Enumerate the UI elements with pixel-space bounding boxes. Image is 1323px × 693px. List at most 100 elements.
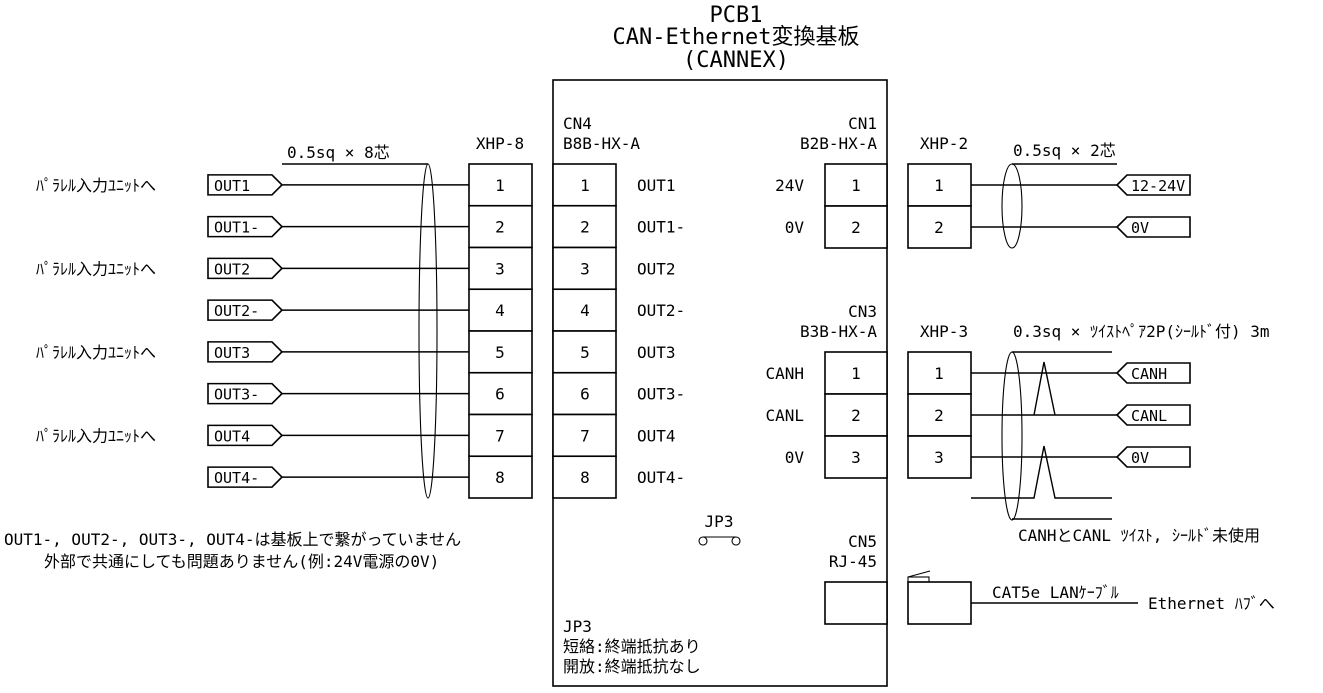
cn4-pin-cell — [552, 204, 617, 249]
signal-flag-out2-minus — [207, 299, 284, 321]
cn4-pin-number: 3 — [580, 259, 590, 278]
left-cable-bundle-ellipse — [418, 163, 438, 499]
cn1-signal-flag-label: 0V — [1131, 219, 1149, 237]
cn3-cable-spec: 0.3sq × ﾂｲｽﾄﾍﾟｱ2P(ｼｰﾙﾄﾞ付) 3m — [1013, 322, 1270, 341]
cn3-name: CN3 — [848, 302, 877, 321]
signal-flag-label: OUT3- — [214, 386, 259, 404]
cn4-pin-number: 2 — [580, 218, 590, 237]
cn4-pin-cell — [552, 288, 617, 332]
cn3-signal-name: CANL — [765, 406, 804, 425]
cn3-signal-flag — [1115, 404, 1191, 426]
cn3-pin-number: 1 — [851, 364, 861, 383]
signal-flag-label: OUT4 — [214, 427, 250, 445]
xhp8-pin-cell — [468, 413, 533, 458]
cn3-cable-ellipse — [1001, 351, 1023, 521]
unit-destination-label: ﾊﾟﾗﾚﾙ入力ﾕﾆｯﾄへ — [36, 426, 156, 445]
xhp2-housing-label: XHP-2 — [920, 134, 968, 153]
cn3-housing-pin-number: 1 — [934, 364, 944, 383]
cn3-pin-cell — [824, 351, 888, 395]
xhp8-pin-cell — [468, 204, 533, 249]
cn3-signal-flag — [1115, 362, 1191, 384]
cn3-twist-mark-pair1 — [1033, 361, 1056, 416]
signal-flag-label: OUT4- — [214, 469, 259, 487]
cn3-twist-pair-2-return — [971, 445, 1112, 499]
left-note-line1: OUT1-, OUT2-, OUT3-, OUT4-は基板上で繋がっていません — [4, 530, 461, 549]
xhp8-pin-cell — [468, 288, 533, 332]
cn4-signal-name: OUT2 — [637, 259, 676, 278]
cn5-part: RJ-45 — [829, 552, 877, 571]
cn1-pin-cell — [824, 163, 888, 207]
cn4-pin-cell — [552, 246, 617, 291]
cn3-pin-number: 2 — [851, 406, 861, 425]
unit-destination-label: ﾊﾟﾗﾚﾙ入力ﾕﾆｯﾄへ — [36, 176, 156, 195]
ethernet-hub-destination: Ethernet ﾊﾌﾞへ — [1148, 594, 1275, 613]
lan-cable-label: CAT5e LANｹｰﾌﾞﾙ — [992, 583, 1119, 602]
xhp8-pin-cell — [468, 455, 533, 499]
xhp8-pin-number: 2 — [495, 218, 505, 237]
cn4-pin-number: 5 — [580, 343, 590, 362]
jp3-label: JP3 — [705, 512, 734, 531]
cn3-signal-name: 0V — [785, 448, 805, 467]
cn1-cable-ellipse — [1001, 163, 1023, 249]
left-cable-spec: 0.5sq × 8芯 — [287, 143, 390, 162]
signal-flag-label: OUT1 — [214, 177, 250, 195]
title-model: (CANNEX) — [683, 48, 789, 73]
title-board-name: CAN-Ethernet変換基板 — [613, 25, 860, 50]
cn4-name: CN4 — [563, 114, 592, 133]
signal-flag-out2 — [207, 257, 284, 280]
jp3-pin-2 — [731, 536, 741, 546]
cn4-signal-name: OUT2- — [637, 301, 685, 320]
xhp8-pin-number: 5 — [495, 343, 505, 362]
xhp8-housing-label: XHP-8 — [476, 134, 524, 153]
cn3-pin-cell — [824, 435, 888, 479]
xhp8-pin-number: 6 — [495, 385, 505, 404]
signal-flag-label: OUT3 — [214, 344, 250, 362]
cn4-signal-name: OUT3 — [637, 343, 676, 362]
signal-flag-label: OUT2 — [214, 260, 250, 278]
signal-flag-out1 — [207, 174, 284, 196]
cn4-pin-cell — [552, 413, 617, 458]
signal-flag-label: OUT2- — [214, 302, 259, 320]
cn1-housing-pin-cell — [907, 205, 972, 249]
cn1-housing-pin-number: 1 — [934, 176, 944, 195]
xhp8-pin-number: 1 — [495, 176, 505, 195]
cn3-signal-flag — [1115, 446, 1191, 468]
cn4-signal-name: OUT4- — [637, 468, 685, 487]
cn1-signal-flag — [1115, 216, 1191, 238]
cn3-signal-flag-label: 0V — [1131, 449, 1149, 467]
cn4-part: B8B-HX-A — [563, 134, 640, 153]
cn3-housing-pin-cell — [907, 393, 972, 437]
rj45-plug-latch — [907, 576, 930, 583]
cn4-pin-number: 6 — [580, 385, 590, 404]
cn4-pin-cell — [552, 330, 617, 374]
signal-flag-label: OUT1- — [214, 219, 259, 237]
signal-flag-out3-minus — [207, 382, 284, 405]
signal-flag-out4-minus — [207, 466, 284, 488]
cn1-housing-pin-number: 2 — [934, 218, 944, 237]
signal-flag-out3 — [207, 341, 284, 363]
cn3-signal-name: CANH — [765, 364, 804, 383]
cn4-pin-number: 1 — [580, 176, 590, 195]
cn4-signal-name: OUT1 — [637, 176, 676, 195]
cn4-pin-number: 4 — [580, 301, 590, 320]
title-pcb: PCB1 — [710, 3, 763, 28]
xhp3-housing-label: XHP-3 — [920, 322, 968, 341]
cn1-part: B2B-HX-A — [800, 134, 877, 153]
cn4-signal-name: OUT3- — [637, 385, 685, 404]
cn4-signal-name: OUT1- — [637, 218, 685, 237]
jp3-pin-1 — [698, 536, 708, 546]
signal-flag-out4 — [207, 424, 284, 447]
cn4-signal-name: OUT4 — [637, 426, 676, 445]
xhp8-pin-cell — [468, 371, 533, 416]
cn1-pin-number: 2 — [851, 218, 861, 237]
unit-destination-label: ﾊﾟﾗﾚﾙ入力ﾕﾆｯﾄへ — [36, 343, 156, 362]
unit-destination-label: ﾊﾟﾗﾚﾙ入力ﾕﾆｯﾄへ — [36, 259, 156, 278]
cn1-signal-flag-label: 12-24V — [1131, 177, 1185, 195]
cn4-pin-cell — [552, 455, 617, 499]
cn1-name: CN1 — [848, 114, 877, 133]
cn3-signal-flag-label: CANL — [1131, 407, 1167, 425]
cn3-part: B3B-HX-A — [800, 322, 877, 341]
